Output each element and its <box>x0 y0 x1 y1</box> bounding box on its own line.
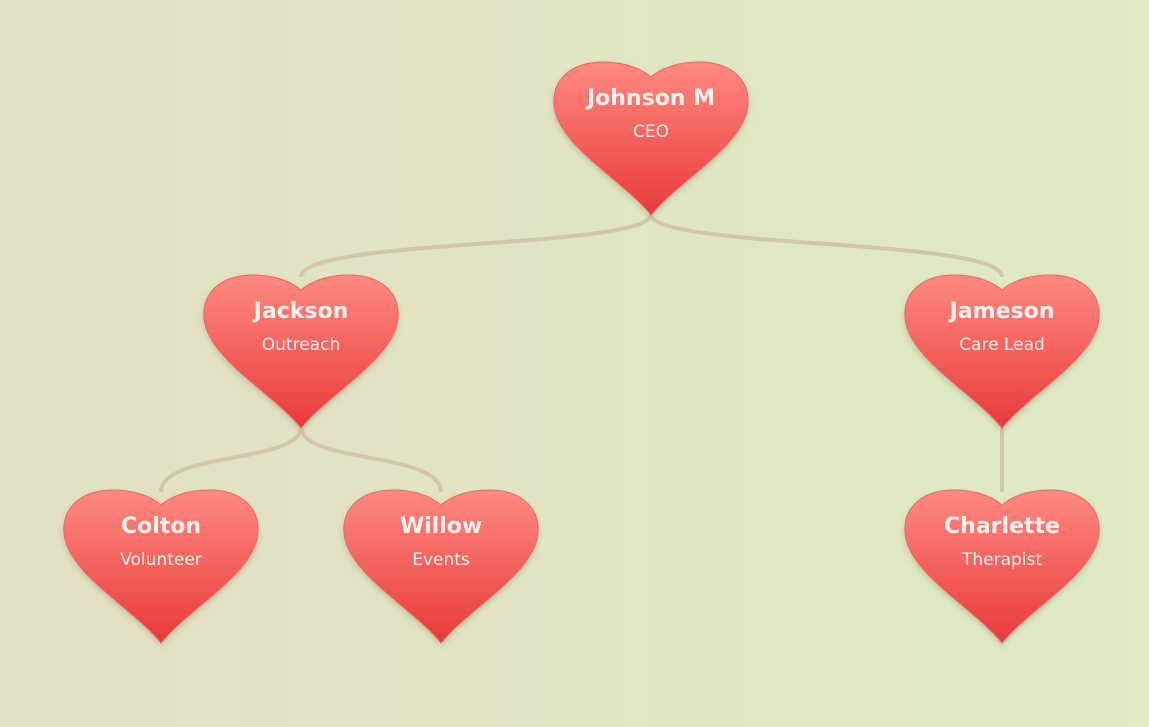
connectors <box>159 213 1004 493</box>
heart-shape <box>343 489 539 644</box>
heart-shape <box>904 274 1100 429</box>
node-role: Outreach <box>262 335 340 355</box>
heart-shape <box>904 489 1100 644</box>
connector-johnson-jackson <box>299 213 653 278</box>
connector-jackson-colton <box>159 426 303 493</box>
node-name: Johnson M <box>585 86 715 111</box>
node-name: Charlette <box>944 514 1060 539</box>
connector-johnson-jameson <box>649 213 1004 278</box>
connector-jackson-willow <box>299 426 443 493</box>
node-role: CEO <box>633 122 669 142</box>
node-role: Events <box>412 550 470 570</box>
node-name: Colton <box>121 514 201 539</box>
node-role: Therapist <box>961 550 1042 570</box>
heart-shape <box>553 61 749 216</box>
node-role: Care Lead <box>959 335 1045 355</box>
heart-shape <box>63 489 259 644</box>
heart-shape <box>203 274 399 429</box>
node-name: Willow <box>400 514 482 539</box>
node-name: Jackson <box>252 299 349 324</box>
node-role: Volunteer <box>120 550 202 570</box>
node-johnson[interactable]: Johnson M CEO <box>553 61 749 216</box>
node-name: Jameson <box>948 299 1055 324</box>
